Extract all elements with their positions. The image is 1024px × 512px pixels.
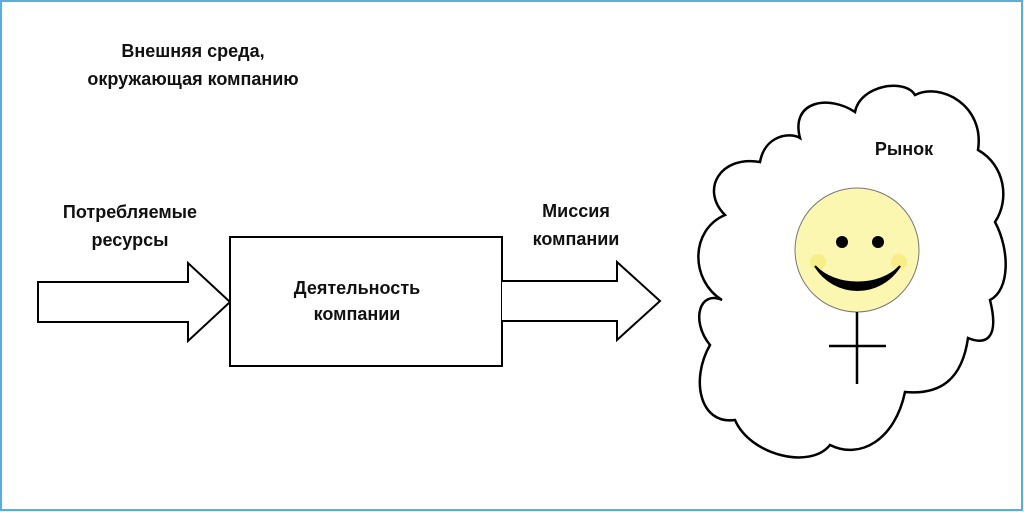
environment-label-line2: окружающая компанию — [87, 69, 298, 89]
output-arrow — [502, 259, 662, 343]
activity-label-line1: Деятельность — [294, 278, 420, 298]
market-label: Рынок — [875, 139, 934, 159]
output-label-line1: Миссия — [542, 201, 610, 221]
smiley-face-icon — [794, 187, 920, 384]
input-label-line2: ресурсы — [92, 230, 169, 250]
activity-label-line2: компании — [314, 304, 401, 324]
output-label-line2: компании — [533, 229, 620, 249]
activity-box — [229, 236, 503, 367]
environment-label-line1: Внешняя среда, — [121, 41, 264, 61]
input-label-line1: Потребляемые — [63, 202, 197, 222]
input-arrow — [37, 260, 232, 344]
